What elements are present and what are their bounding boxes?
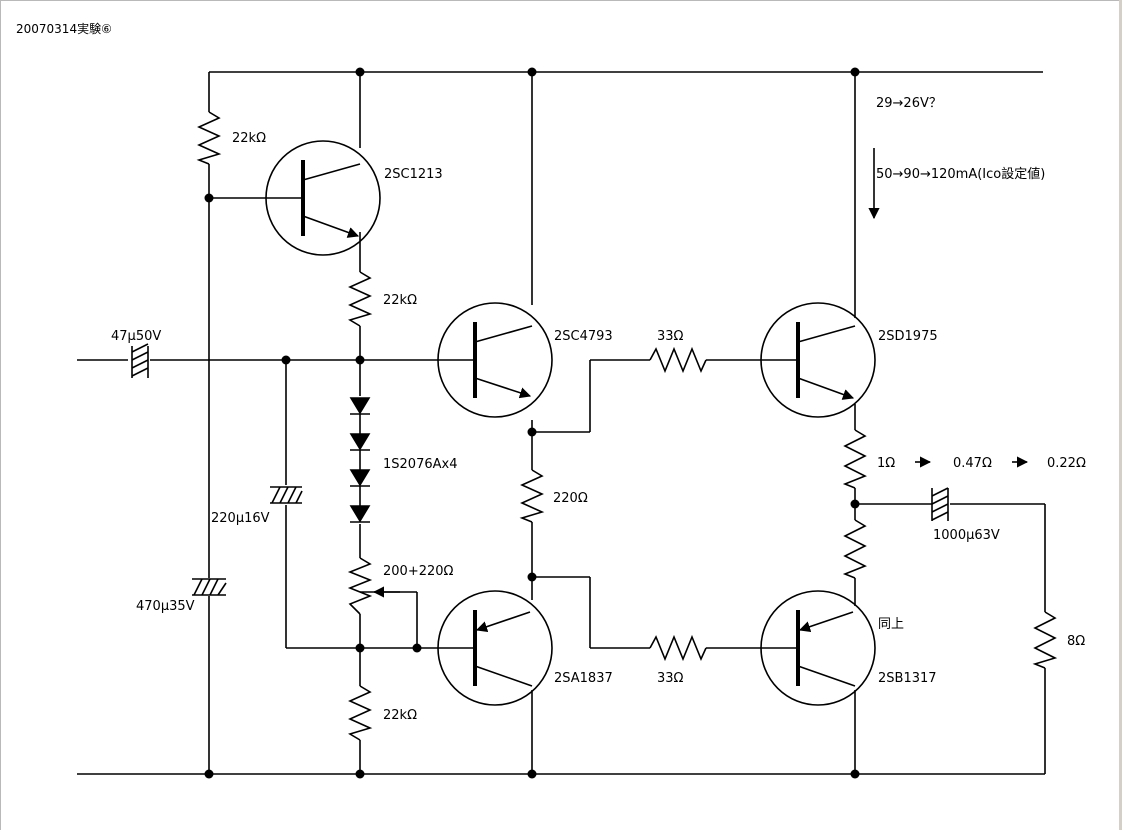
label-r-bias-bottom: 22kΩ (383, 708, 417, 723)
label-r-base-top: 33Ω (657, 329, 684, 344)
label-r-emitter-val3: 0.22Ω (1047, 456, 1086, 471)
label-q1: 2SC1213 (384, 167, 443, 182)
label-idle-current: 50→90→120mA(Ico設定値) (876, 166, 1045, 182)
diodes (349, 397, 371, 523)
label-c-feedback: 220μ16V (211, 511, 270, 526)
label-vr-bias: 200+220Ω (383, 564, 454, 579)
capacitor-supply (192, 578, 227, 596)
diode-1 (349, 397, 371, 434)
resistor-q1-emitter (348, 271, 373, 327)
transistor-driver-top (437, 302, 553, 418)
resistor-bias-top (196, 111, 222, 165)
junction-dots (204, 67, 860, 779)
label-q-out-bottom: 2SB1317 (878, 671, 937, 686)
diode-3 (349, 469, 371, 506)
label-r-driver-mid: 220Ω (553, 491, 588, 506)
resistor-emitter-bottom (842, 519, 867, 579)
resistors (196, 111, 1058, 741)
resistor-pot (347, 557, 373, 615)
transistors (265, 140, 876, 706)
transistor-out-bottom (760, 590, 876, 706)
resistor-emitter-top (842, 429, 867, 489)
label-c-output: 1000μ63V (933, 528, 1000, 543)
window-edge-left (0, 0, 1, 830)
capacitor-feedback (270, 486, 303, 504)
resistor-bias-bottom (348, 685, 373, 741)
label-r-base-bottom: 33Ω (657, 671, 684, 686)
capacitor-output (931, 487, 949, 521)
transistor-driver-bottom (437, 590, 553, 706)
diode-2 (349, 433, 371, 470)
label-q-out-top: 2SD1975 (878, 329, 938, 344)
resistor-base-top (649, 346, 707, 374)
page-title: 20070314実験⑥ (16, 21, 112, 36)
transistor-out-top (760, 302, 876, 418)
label-diodes: 1S2076Ax4 (383, 457, 457, 472)
component-labels: 22kΩ 2SC1213 22kΩ 47μ50V 2SC4793 33Ω 2SD… (111, 96, 1086, 723)
resistor-base-bottom (649, 634, 707, 662)
diode-4 (349, 505, 371, 523)
label-c-input: 47μ50V (111, 329, 161, 344)
label-c-supply: 470μ35V (136, 599, 195, 614)
capacitors (131, 343, 949, 596)
window-edge-right (1119, 0, 1122, 830)
label-r-q1-emitter: 22kΩ (383, 293, 417, 308)
label-r-emitter-val2: 0.47Ω (953, 456, 992, 471)
transistor-q1 (265, 140, 381, 256)
label-r-load: 8Ω (1067, 634, 1085, 649)
current-arrows (868, 148, 1029, 468)
label-r-emitter-top: 1Ω (877, 456, 895, 471)
label-q-driver-top: 2SC4793 (554, 329, 613, 344)
label-supply-voltage: 29→26V？ (876, 96, 942, 111)
label-q-driver-bottom: 2SA1837 (554, 671, 613, 686)
label-r-bias-top: 22kΩ (232, 131, 266, 146)
label-r-emitter-bottom: 同上 (878, 617, 904, 632)
window-edge-top (0, 0, 1122, 1)
resistor-driver-mid (519, 469, 545, 523)
resistor-load (1032, 611, 1058, 669)
capacitor-input (131, 343, 149, 378)
